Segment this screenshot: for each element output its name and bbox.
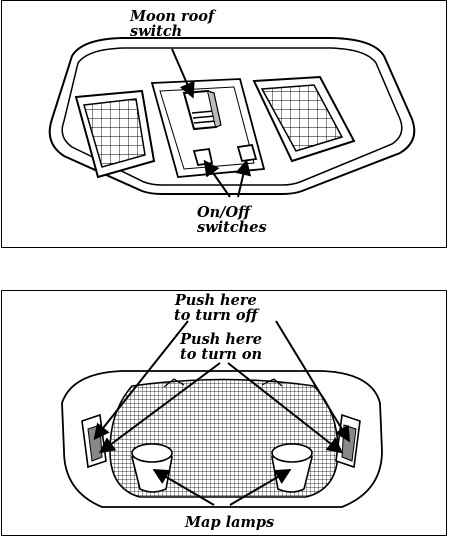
- map-lamp-drawing: [61, 320, 383, 508]
- right-lamp-lens: [252, 75, 356, 163]
- on-off-switch-left: [192, 147, 214, 167]
- moon-roof-switch-label: Moon roof switch: [130, 8, 215, 40]
- leader-arrows: [93, 320, 351, 506]
- push-on-label: Push here to turn on: [180, 331, 263, 363]
- left-lamp-lens: [74, 89, 156, 179]
- moon-roof-switch: [182, 89, 222, 131]
- push-off-label: Push here to turn off: [174, 292, 258, 324]
- on-off-switch-right: [236, 143, 258, 163]
- overhead-console-panel: Moon roof switch On/Off switches: [1, 0, 447, 248]
- overhead-console-drawing: [48, 37, 416, 198]
- leader-arrows: [171, 48, 252, 198]
- map-lamp-panel: Push here to turn off Push here to turn …: [1, 290, 447, 536]
- on-off-switches-label: On/Off switches: [197, 204, 267, 236]
- map-lamps-label: Map lamps: [185, 514, 275, 531]
